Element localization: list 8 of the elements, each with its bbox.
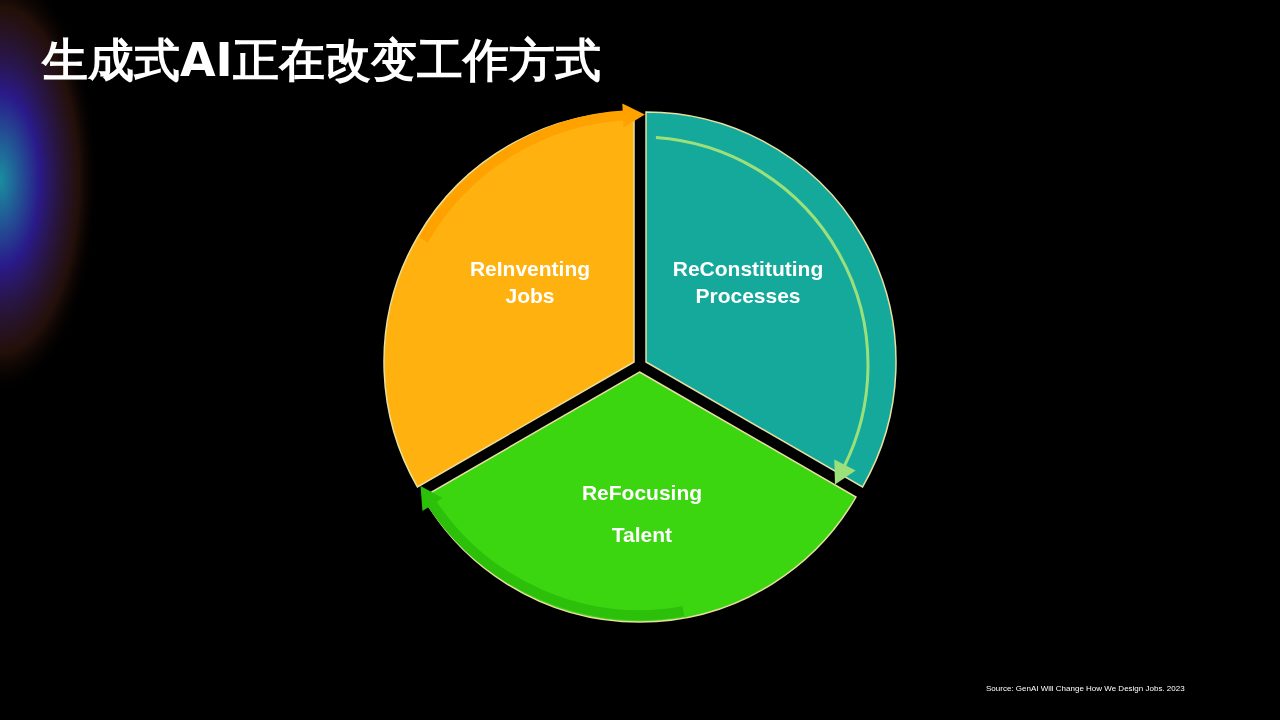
segment-label: ReConstituting Processes (671, 256, 825, 310)
cycle-arrow (419, 103, 645, 243)
source-note: Source: GenAI Will Change How We Design Jobs. 2023 (986, 684, 1186, 693)
cycle-arrow (655, 136, 870, 485)
slide-title: 生成式AI正在改变工作方式 (42, 32, 601, 89)
cycle-arrow (419, 486, 684, 620)
segment-label: ReFocusing Talent (580, 480, 704, 548)
segment-label: ReInventing Jobs (468, 256, 592, 310)
